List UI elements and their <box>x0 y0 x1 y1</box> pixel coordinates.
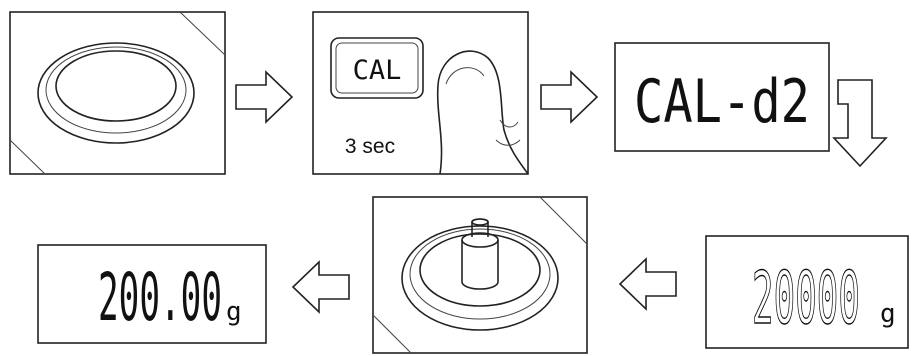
panel-cal-d2-display: CAL-d2 <box>614 42 830 152</box>
corner-line <box>539 196 588 245</box>
lcd-readout: CAL-d2 <box>634 67 810 137</box>
pan-surface <box>55 50 177 122</box>
panel-20000-display: 20000 g <box>705 235 909 349</box>
lcd-frame <box>37 244 267 344</box>
weight-top <box>461 232 499 248</box>
finger-icon <box>436 50 529 175</box>
pan-outer-rim <box>401 225 559 331</box>
arrow-right-icon <box>235 70 294 124</box>
arrow-down-icon <box>832 79 888 168</box>
pan-inner-rim <box>409 228 551 320</box>
panel-empty-pan <box>9 11 226 175</box>
panel-frame <box>312 11 529 175</box>
panel-weight-on-pan <box>372 196 588 354</box>
calibration-weight-icon <box>461 240 499 290</box>
pan-surface <box>419 233 541 307</box>
corner-line <box>372 314 412 354</box>
corner-line <box>9 139 46 175</box>
cal-key-inner <box>335 42 419 94</box>
arrow-left-icon <box>291 260 350 314</box>
weight-knob-top <box>471 218 489 226</box>
fingernail-line <box>445 67 485 85</box>
knuckle-line <box>495 139 521 146</box>
panel-cal-key: CAL 3 sec <box>312 11 529 175</box>
panel-200-00-display: 200.00 g <box>37 244 267 344</box>
arrow-left-icon <box>618 257 677 311</box>
cal-key <box>330 37 424 99</box>
lcd-frame <box>614 42 830 152</box>
lcd-frame <box>705 235 909 349</box>
unit-label: g <box>880 299 896 329</box>
cal-key-label: CAL <box>353 55 402 86</box>
pan-inner-rim <box>45 46 187 134</box>
hold-duration-label: 3 sec <box>345 135 395 158</box>
panel-frame <box>9 11 226 175</box>
knuckle-line <box>499 119 519 128</box>
lcd-readout: 20000 <box>752 256 860 340</box>
lcd-readout: 200.00 <box>98 259 222 336</box>
corner-line <box>179 11 226 56</box>
arrow-right-icon <box>540 70 599 124</box>
pan-outer-rim <box>37 42 195 144</box>
unit-label: g <box>226 297 242 327</box>
panel-frame <box>372 196 588 354</box>
